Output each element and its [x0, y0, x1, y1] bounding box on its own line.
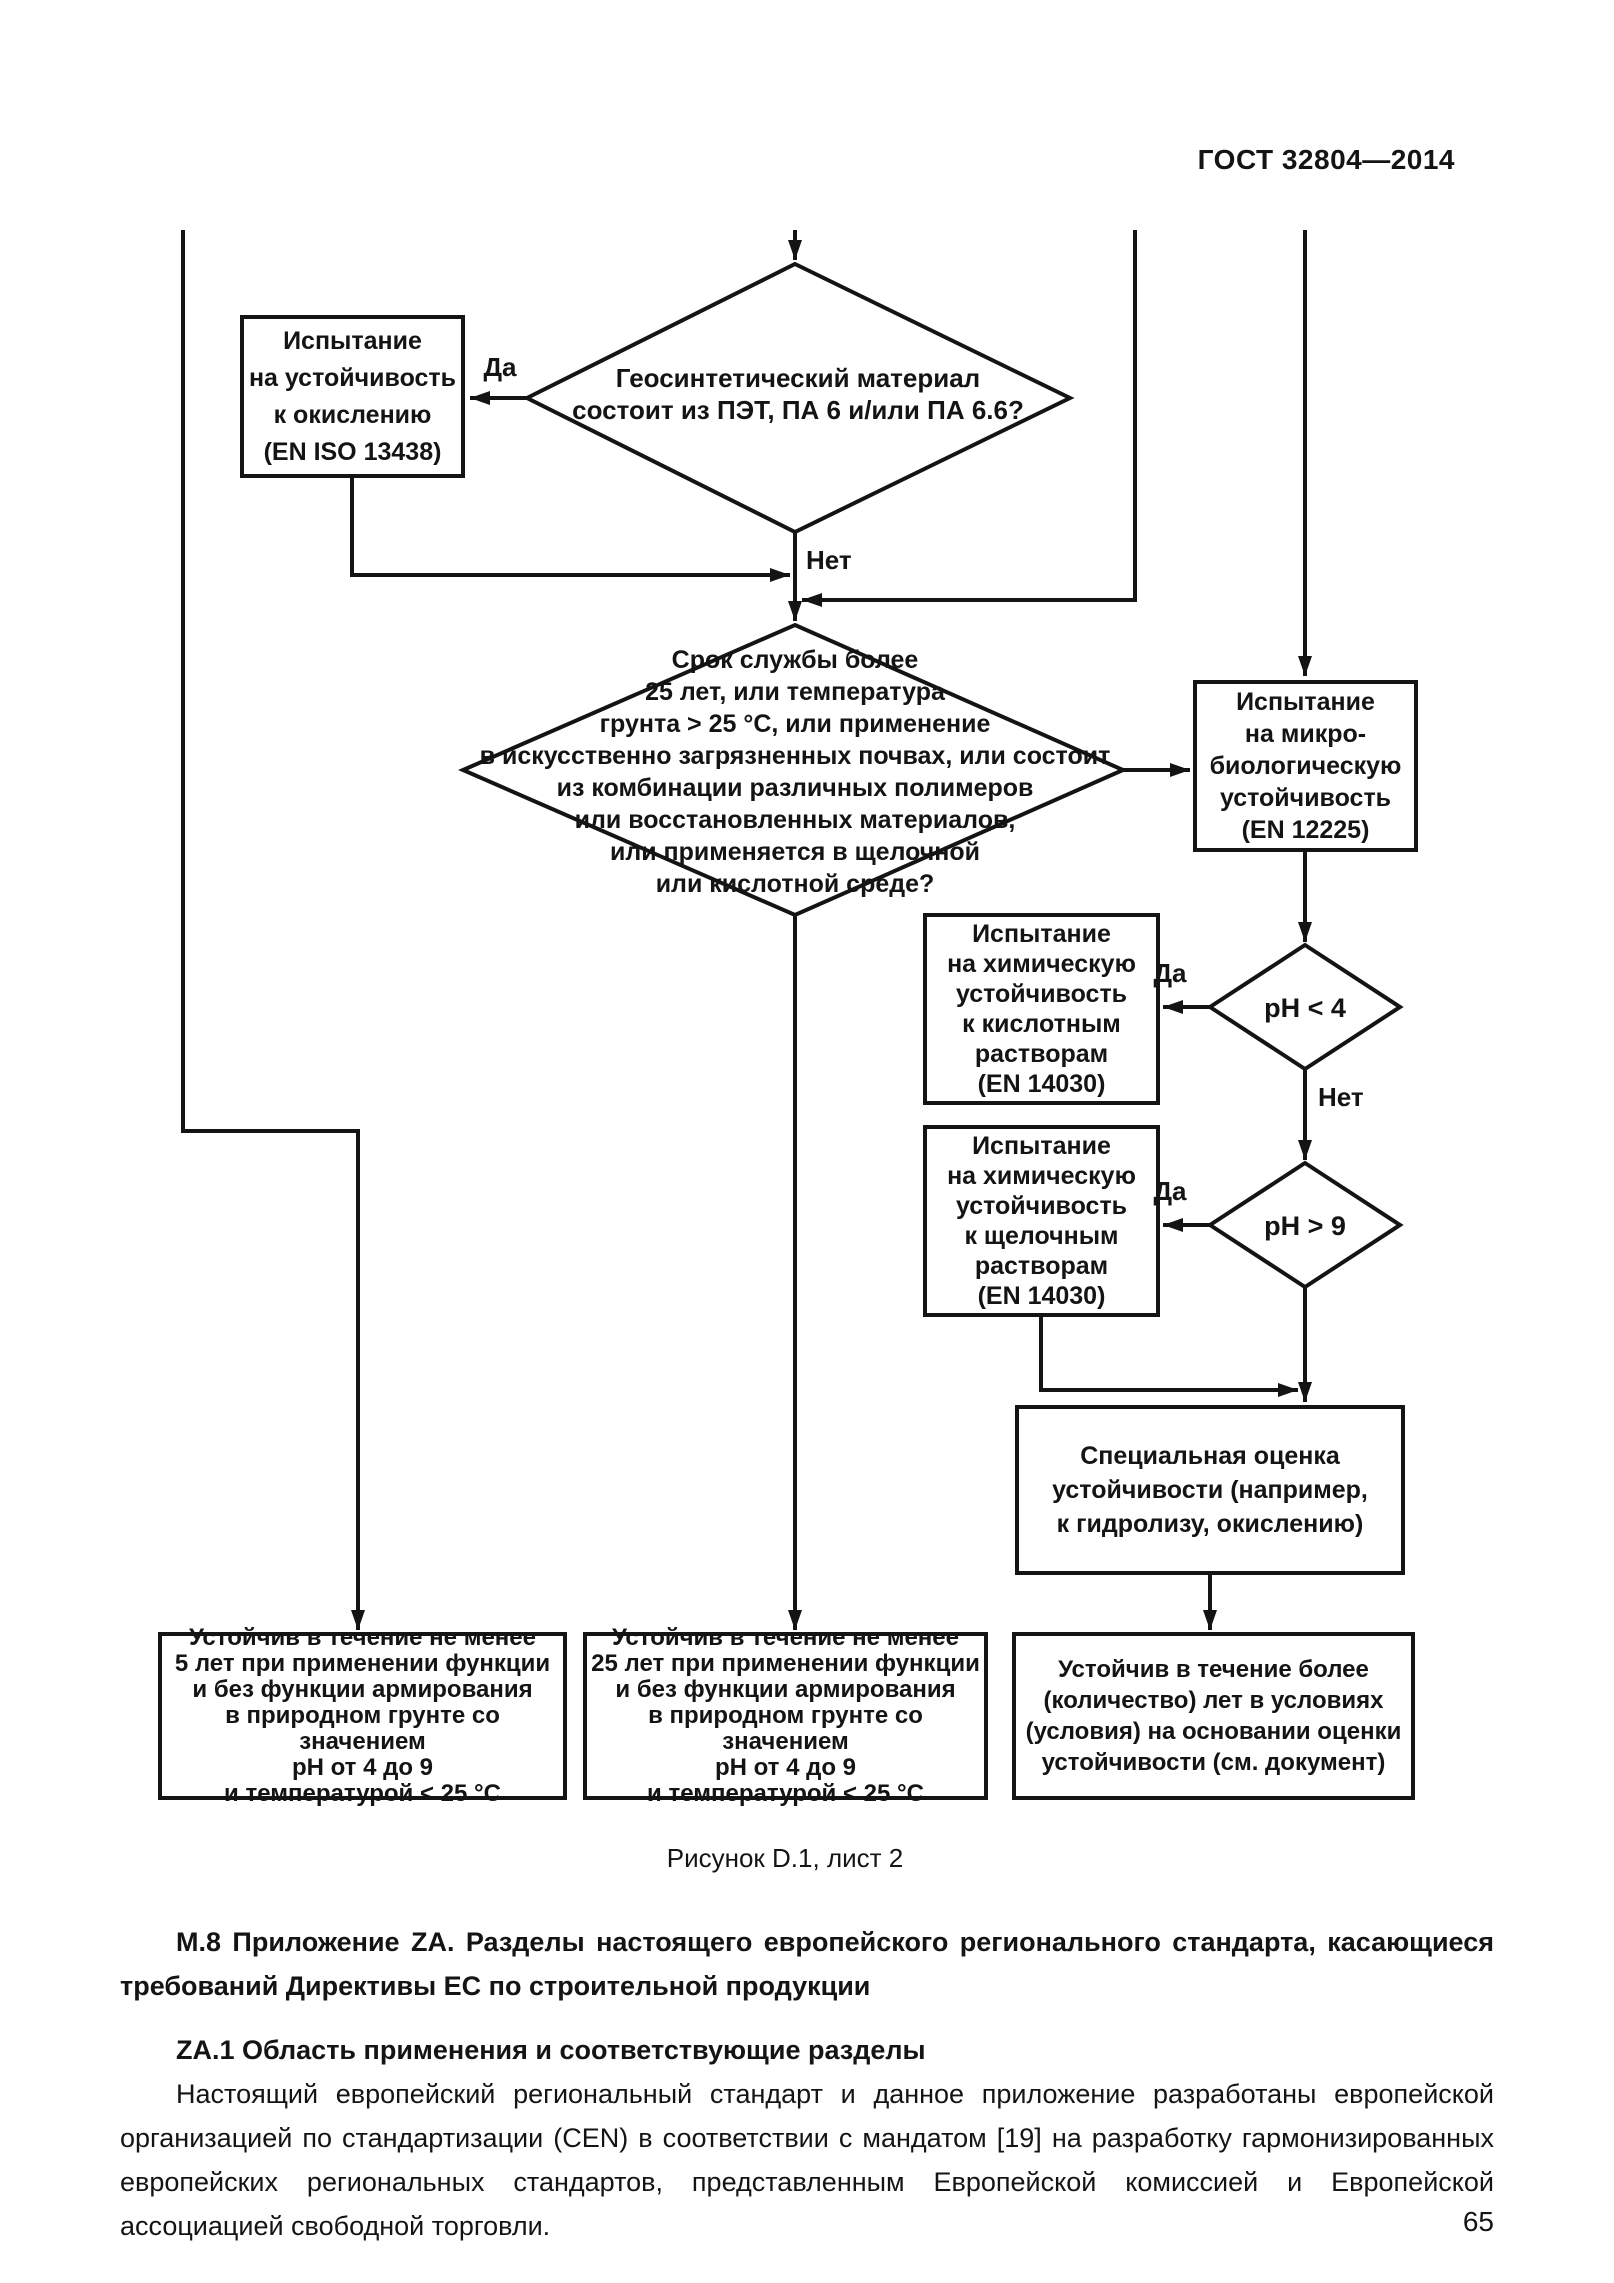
node-special-assessment-box: Специальная оценка устойчивости (наприме…: [1015, 1405, 1405, 1575]
node-result-25-years-text: Устойчив в течение не менее 25 лет при п…: [591, 1624, 980, 1807]
edge-label-no1: Нет: [806, 545, 852, 575]
node-ph-acid-text: рН < 4: [1264, 993, 1346, 1023]
node-special-assessment-text: Специальная оценка устойчивости (наприме…: [1052, 1442, 1368, 1538]
text-block: М.8 Приложение ZA. Разделы настоящего ев…: [120, 1920, 1494, 2248]
node-microbio-test-text: Испытание на микро- биологическую устойч…: [1209, 688, 1402, 844]
figure-caption: Рисунок D.1, лист 2: [666, 1843, 904, 1873]
edge-right-join: [802, 230, 1137, 607]
za1-heading: ZA.1 Область применения и соответствующи…: [176, 2035, 926, 2065]
m8-heading: М.8 Приложение ZA. Разделы настоящего ев…: [120, 1927, 1494, 2001]
node-result-25-years-box: Устойчив в течение не менее 25 лет при п…: [583, 1625, 988, 1807]
edge-left-rail: [181, 230, 365, 1630]
node-alkaline-test-box: Испытание на химическую устойчивость к щ…: [923, 1125, 1160, 1317]
edge-label-yes1: Да: [483, 352, 517, 382]
node-result-5-years-box: Устойчив в течение не менее 5 лет при пр…: [158, 1625, 567, 1807]
node-alkaline-test-text: Испытание на химическую устойчивость к щ…: [947, 1132, 1136, 1310]
page-number: 65: [1462, 2206, 1494, 2237]
node-acid-test-text: Испытание на химическую устойчивость к к…: [947, 920, 1136, 1098]
node-oxidation-test-text: Испытание на устойчивость к окислению (E…: [248, 326, 457, 466]
node-result-custom-box: Устойчив в течение более (количество) ле…: [1012, 1632, 1415, 1800]
node-material-question-text: Геосинтетический материал состоит из ПЭТ…: [572, 363, 1024, 425]
node-result-custom-text: Устойчив в течение более (количество) ле…: [1025, 1656, 1402, 1776]
node-acid-test-box: Испытание на химическую устойчивость к к…: [923, 913, 1160, 1105]
diamond-service-life-question: [458, 622, 1128, 918]
za1-body-paragraph: Настоящий европейский региональный станд…: [120, 2079, 1494, 2241]
diamond-ph-alkaline-question: [1206, 1160, 1404, 1290]
document-number-header: ГОСТ 32804—2014: [1197, 144, 1455, 175]
edge-oxidation-exit: [350, 478, 790, 582]
edge-label-no2: Нет: [1318, 1082, 1364, 1112]
node-ph-alkaline-text: рН > 9: [1264, 1211, 1346, 1241]
edge-alkaline-exit: [1039, 1317, 1298, 1397]
node-microbio-test-box: Испытание на микро- биологическую устойч…: [1193, 680, 1418, 852]
diamond-ph-acid-question: [1206, 942, 1404, 1072]
node-oxidation-test-box: Испытание на устойчивость к окислению (E…: [240, 315, 465, 478]
node-result-5-years-text: Устойчив в течение не менее 5 лет при пр…: [174, 1624, 551, 1807]
edge-label-yes2: Да: [1153, 958, 1187, 988]
diamond-material-question: [522, 261, 1075, 535]
edge-label-yes3: Да: [1153, 1176, 1187, 1206]
node-service-life-question-text: Срок службы более 25 лет, или температур…: [479, 646, 1111, 898]
